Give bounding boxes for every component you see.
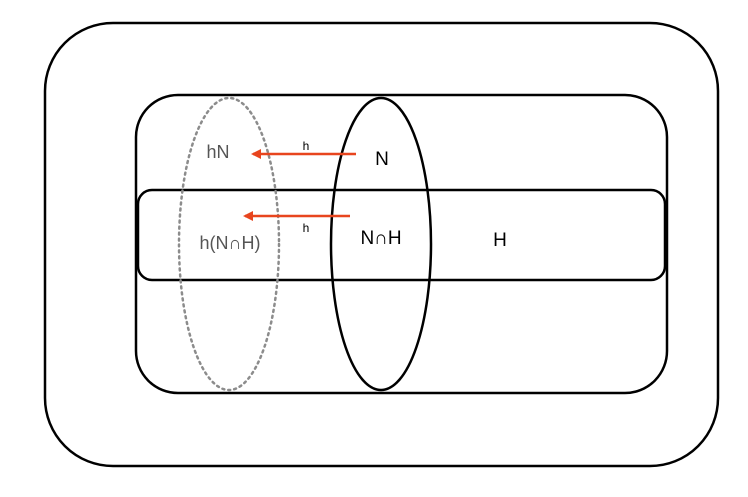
label-h-map-bottom: h	[303, 221, 310, 235]
label-h-map-top: h	[303, 139, 310, 153]
n-ellipse	[329, 96, 433, 392]
inner-region	[134, 93, 669, 395]
label-hn: hN	[206, 142, 229, 162]
h-region	[136, 188, 667, 282]
label-n-cap-h: N∩H	[360, 228, 401, 249]
label-h: H	[493, 230, 507, 251]
label-h-of-n-cap-h: h(N∩H)	[200, 233, 261, 253]
outer-group-region	[43, 21, 720, 468]
hn-dotted-ellipse	[177, 96, 281, 392]
label-n: N	[375, 149, 389, 170]
